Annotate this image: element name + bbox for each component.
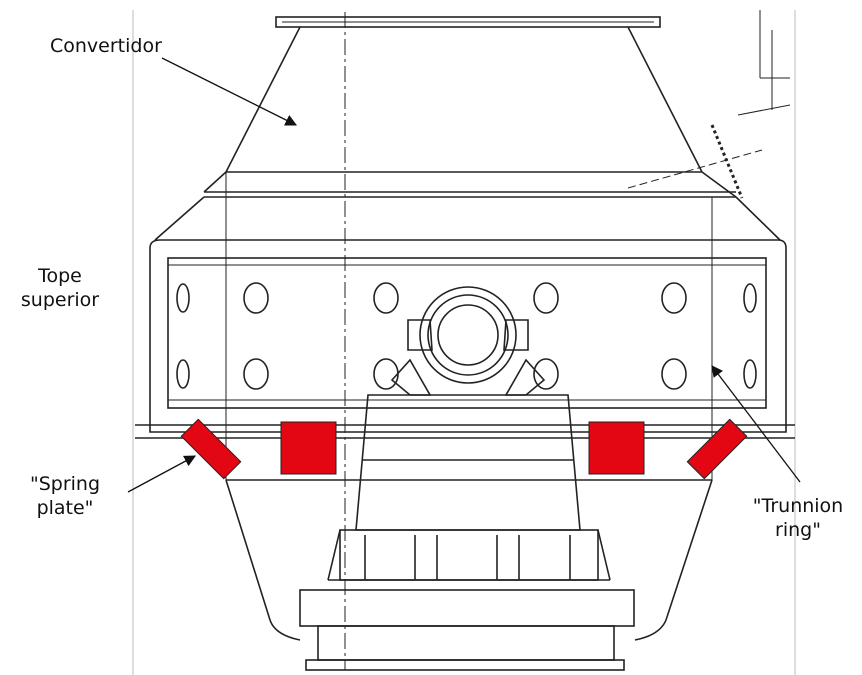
label-tope-line1: Tope xyxy=(38,265,82,287)
drawing-frame xyxy=(132,10,796,675)
label-spring-line2: plate" xyxy=(36,497,94,519)
arrow-trunnion-ring xyxy=(711,365,801,483)
label-trunnion-ring: "Trunnion ring" xyxy=(738,494,858,542)
label-tope-superior: Tope superior xyxy=(12,264,108,312)
label-trunnion-line2: ring" xyxy=(775,519,821,541)
arrow-spring-plate xyxy=(127,455,197,493)
converter-body xyxy=(135,10,795,671)
label-tope-line2: superior xyxy=(20,289,100,311)
marker-spring-plate-right xyxy=(686,418,748,480)
marker-spring-plate-left xyxy=(180,418,242,480)
label-spring-plate: "Spring plate" xyxy=(10,472,120,520)
label-convertidor: Convertidor xyxy=(50,35,162,57)
marker-block-right xyxy=(588,421,645,475)
arrow-convertidor xyxy=(161,57,298,126)
marker-block-left xyxy=(280,421,337,475)
label-spring-line1: "Spring xyxy=(29,473,101,495)
bolt-holes xyxy=(176,282,757,390)
label-trunnion-line1: "Trunnion xyxy=(752,495,844,517)
